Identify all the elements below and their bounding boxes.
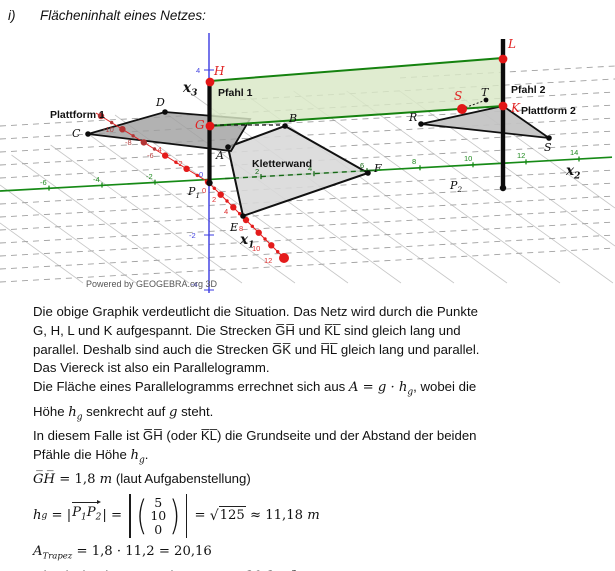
x2-tick: 14 [570, 148, 578, 157]
point-t [483, 97, 489, 103]
x1-tick: 10 [252, 244, 260, 253]
point-e [240, 213, 246, 219]
x1-tick: -10 [103, 125, 114, 134]
x3-tick: 4 [196, 66, 200, 75]
vector-p1p2: P1P2 [72, 499, 102, 527]
abs-bar [185, 494, 188, 539]
label-h: H [213, 64, 225, 78]
label-f: F [373, 162, 382, 175]
x2-tick: 10 [464, 154, 472, 163]
label-t: T [481, 86, 490, 99]
x1-tick: 0 [202, 186, 206, 195]
geogebra-watermark: Powered by GEOGEBRA.org 3D [86, 279, 218, 289]
page-title: Flächeninhalt eines Netzes: [40, 8, 206, 23]
conclusion-line: Die Fläche des Netzes beträgt etwa 20,2 … [33, 567, 615, 571]
x1-tick: -8 [125, 138, 132, 147]
plattform2-polygon [420, 105, 550, 139]
formula-area: ATrapez = 1,8 · 11,2 = 20,16 [33, 544, 212, 562]
label-g: G [195, 118, 205, 132]
label-p2: P2 [449, 179, 462, 194]
x2-tick: -2 [146, 172, 153, 181]
x2-tick: 6 [360, 161, 364, 170]
label-x3-axis: x3 [182, 80, 197, 99]
point-k [498, 101, 508, 111]
label-a: A [215, 149, 224, 162]
point-r [418, 121, 424, 127]
label-b: B [288, 112, 297, 125]
sqrt-symbol: √ [209, 507, 219, 524]
paren-open: ( [135, 493, 148, 540]
point-s2 [546, 135, 552, 141]
x1-tick: 2 [212, 195, 216, 204]
text-line: G, H, L und K aufgespannt. Die Strecken … [33, 322, 461, 338]
title-index: i) [8, 8, 16, 23]
label-l: L [507, 37, 516, 51]
text-line: Die obige Graphik verdeutlicht die Situa… [33, 304, 478, 319]
point-b [282, 123, 288, 129]
label-s: S [454, 89, 462, 103]
x1-tick: 12 [264, 256, 272, 265]
point-p1-foot [206, 179, 213, 187]
x3-tick: 0 [199, 170, 203, 179]
text-line: Höhe hg senkrecht auf g steht. [33, 403, 214, 423]
text-line: Die Fläche eines Parallelogramms errechn… [33, 379, 477, 398]
text-line: Das Viereck ist also ein Parallelogramm. [33, 360, 270, 376]
x3-tick: -2 [189, 231, 196, 240]
x1-tick: -4 [155, 145, 162, 154]
point-d [162, 109, 168, 115]
grid-x1-lines [0, 90, 615, 284]
x3-tick: -4 [191, 280, 198, 289]
x2-tick: 12 [517, 151, 525, 160]
x1-tick: -2 [176, 159, 183, 168]
point-g [205, 121, 215, 131]
point-c [85, 131, 91, 137]
point-a [225, 144, 231, 150]
x1-tick: 8 [239, 224, 243, 233]
x2-tick: 8 [412, 157, 416, 166]
label-d: D [155, 96, 165, 109]
point-s [457, 104, 467, 114]
label-plattform2: Plattform 2 [521, 105, 576, 117]
paren-close: ) [169, 493, 181, 540]
label-k: K [510, 101, 521, 115]
x2-tick: -6 [40, 178, 47, 187]
point-l [498, 54, 508, 64]
label-kletterwand: Kletterwand [252, 158, 312, 170]
label-c: C [72, 127, 81, 140]
formula-gh: G̅H̅ = 1,8 m (laut Aufgabenstellung) [33, 471, 251, 488]
x1-tick: -6 [147, 151, 154, 160]
label-e: E [229, 221, 238, 234]
figure-svg: -6 -4 -2 8 10 12 14 4 0 -2 -4 [0, 33, 615, 293]
label-p1: P1 [187, 185, 200, 200]
x2-tick: 2 [255, 167, 259, 176]
point-h [205, 77, 215, 87]
poles [206, 39, 507, 192]
text-line: In diesem Falle ist G̅H̅ (oder K̅L̅) die… [33, 428, 477, 444]
x2-tick: 4 [308, 164, 312, 173]
x2-tick: -4 [93, 175, 100, 184]
solution-text: Die obige Graphik verdeutlicht die Situa… [33, 303, 615, 571]
point-p2-foot [499, 184, 507, 192]
abs-bar [129, 494, 131, 539]
label-x1-axis: x1 [239, 232, 254, 251]
label-x2-axis: x2 [565, 163, 580, 182]
label-pfahl2: Pfahl 2 [511, 84, 546, 96]
label-r: R [408, 111, 417, 124]
title-row: i) Flächeninhalt eines Netzes: [0, 0, 615, 23]
red-points [205, 54, 508, 131]
x1-tick: 4 [224, 207, 228, 216]
geogebra-3d-figure: -6 -4 -2 8 10 12 14 4 0 -2 -4 [0, 23, 615, 298]
label-plattform1: Plattform 1 [50, 109, 105, 121]
text-line: parallel. Deshalb sind auch die Strecken… [33, 341, 480, 357]
text-line: Pfähle die Höhe hg. [33, 446, 149, 466]
kletterwand-polygon [226, 124, 371, 218]
label-s2: S [544, 141, 552, 154]
black-points [85, 97, 552, 219]
point-f [365, 170, 371, 176]
label-pfahl1: Pfahl 1 [218, 87, 253, 99]
